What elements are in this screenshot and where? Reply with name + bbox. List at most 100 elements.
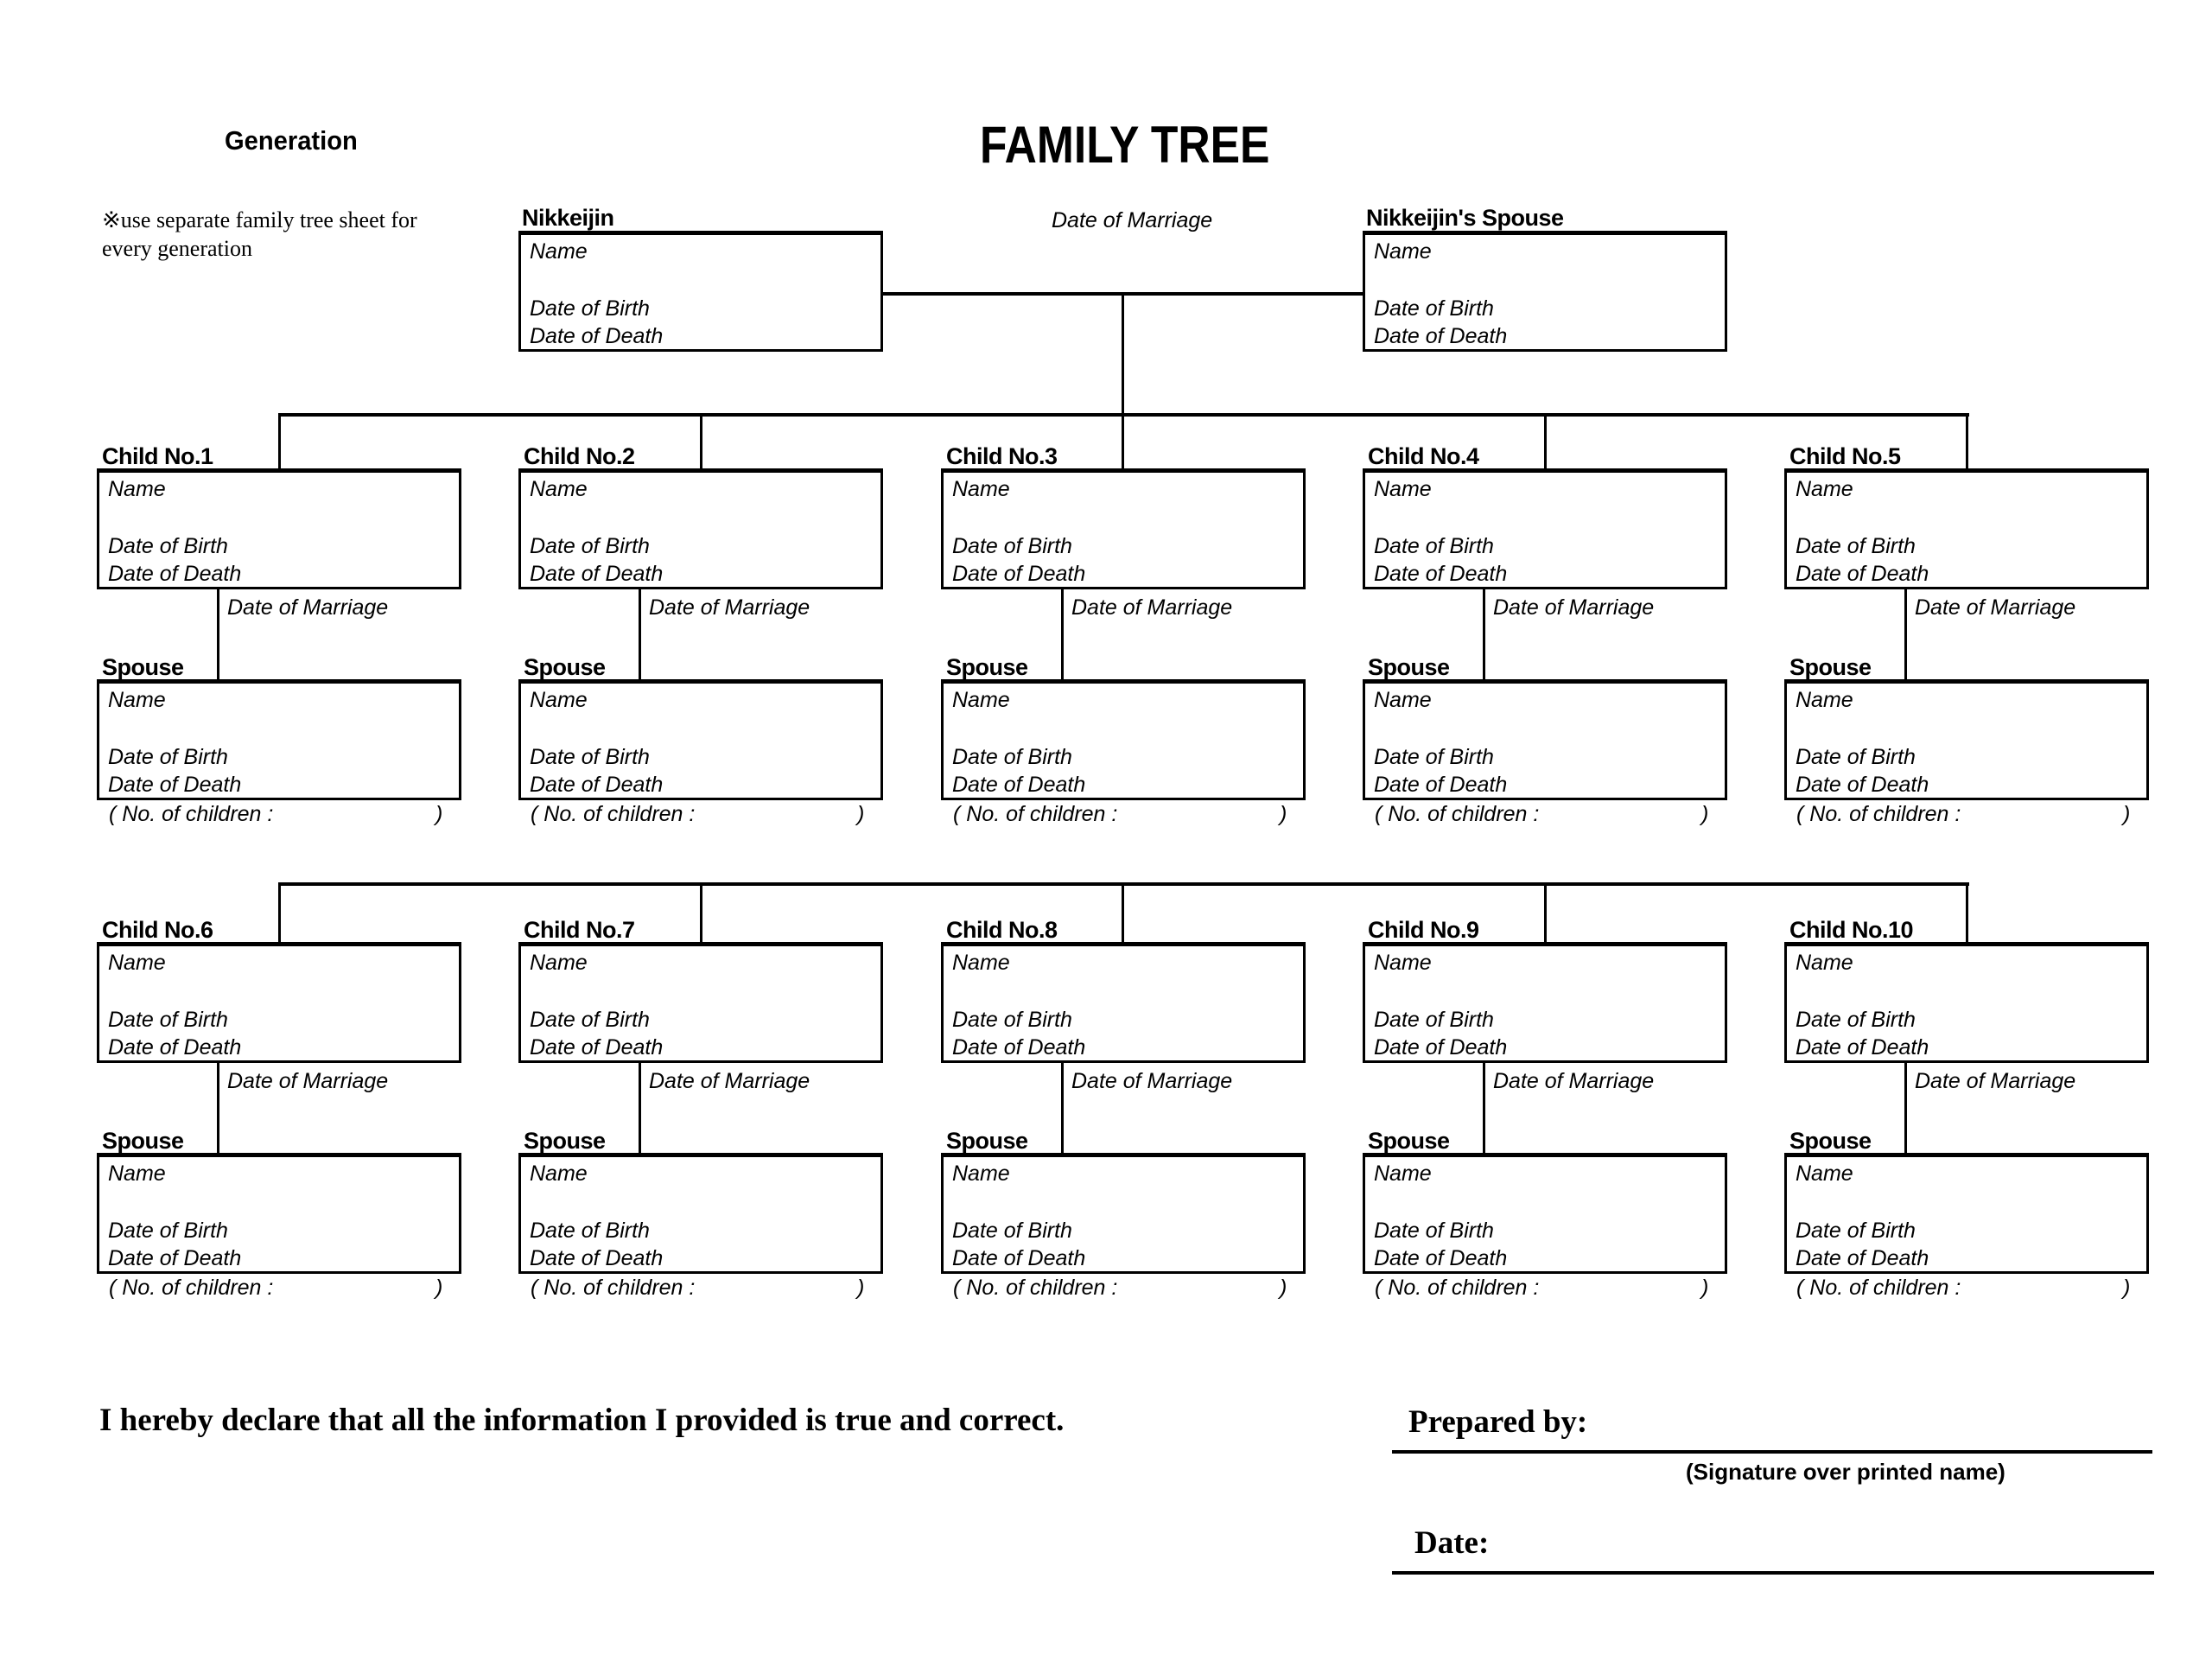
spouse-box: Name Date of Birth Date of Death <box>941 679 1306 800</box>
spouse-box: Name Date of Birth Date of Death <box>1363 679 1727 800</box>
name-field-label: Name <box>108 688 166 712</box>
child-label: Child No.1 <box>102 443 213 469</box>
no-of-children-note: ( No. of children :) <box>953 1276 1287 1300</box>
spouse-box: Name Date of Birth Date of Death <box>941 1153 1306 1274</box>
spouse-box: Name Date of Birth Date of Death <box>1784 1153 2149 1274</box>
date-of-death-field-label: Date of Death <box>530 773 664 797</box>
child-box: Name Date of Birth Date of Death <box>518 468 883 589</box>
date-of-death-field-label: Date of Death <box>952 1035 1086 1060</box>
date-of-marriage-label: Date of Marriage <box>227 1069 389 1093</box>
date-of-death-field-label: Date of Death <box>1796 562 1929 586</box>
name-field-label: Name <box>1374 951 1432 975</box>
child-box: Name Date of Birth Date of Death <box>941 942 1306 1063</box>
spouse-box: Name Date of Birth Date of Death <box>1363 1153 1727 1274</box>
date-of-marriage-label: Date of Marriage <box>1915 1069 2076 1093</box>
child-label: Child No.7 <box>524 917 635 943</box>
date-of-death-field-label: Date of Death <box>108 773 242 797</box>
name-field-label: Name <box>952 951 1010 975</box>
usage-note-line1: ※use separate family tree sheet for <box>102 207 417 232</box>
child-label: Child No.3 <box>946 443 1058 469</box>
stub-child10 <box>1966 882 1968 945</box>
spouse-label: Spouse <box>946 1128 1028 1154</box>
name-field-label: Name <box>108 477 166 501</box>
child-label: Child No.5 <box>1789 443 1901 469</box>
child-label: Child No.10 <box>1789 917 1914 943</box>
child-unit-9: Child No.9 Name Date of Birth Date of De… <box>1363 917 1727 1315</box>
spouse-box: Name Date of Birth Date of Death <box>518 1153 883 1274</box>
child-box: Name Date of Birth Date of Death <box>97 468 461 589</box>
date-of-death-field-label: Date of Death <box>1796 773 1929 797</box>
sibling-rail-row2 <box>279 882 1969 886</box>
marriage-connector-line <box>217 1063 219 1153</box>
marriage-connector-line <box>639 1063 641 1153</box>
date-of-death-field-label: Date of Death <box>952 773 1086 797</box>
date-of-birth-field-label: Date of Birth <box>108 534 228 558</box>
spouse-label: Spouse <box>102 654 184 680</box>
spouse-label: Spouse <box>1368 654 1450 680</box>
date-of-marriage-label: Date of Marriage <box>1493 1069 1655 1093</box>
date-label: Date: <box>1414 1525 1490 1561</box>
date-of-death-field-label: Date of Death <box>1374 324 1508 348</box>
stub-child3 <box>1122 413 1124 472</box>
child-box: Name Date of Birth Date of Death <box>941 468 1306 589</box>
stub-child1 <box>278 413 281 472</box>
child-unit-6: Child No.6 Name Date of Birth Date of De… <box>97 917 461 1315</box>
child-unit-1: Child No.1 Name Date of Birth Date of De… <box>97 443 461 842</box>
date-of-birth-field-label: Date of Birth <box>108 745 228 769</box>
date-of-death-field-label: Date of Death <box>1796 1035 1929 1060</box>
name-field-label: Name <box>530 951 588 975</box>
date-of-death-field-label: Date of Death <box>530 1246 664 1270</box>
parent-descent-line <box>1122 292 1124 417</box>
spouse-box: Name Date of Birth Date of Death <box>1784 679 2149 800</box>
name-field-label: Name <box>530 688 588 712</box>
signature-line <box>1392 1450 2152 1454</box>
date-of-birth-field-label: Date of Birth <box>1374 1008 1494 1032</box>
date-of-death-field-label: Date of Death <box>530 1035 664 1060</box>
spouse-label: Spouse <box>1789 1128 1872 1154</box>
parent-date-of-marriage-label: Date of Marriage <box>1052 208 1213 232</box>
date-of-marriage-label: Date of Marriage <box>1071 1069 1233 1093</box>
no-of-children-note: ( No. of children :) <box>1375 802 1709 826</box>
spouse-label: Spouse <box>1368 1128 1450 1154</box>
date-of-death-field-label: Date of Death <box>1374 1246 1508 1270</box>
name-field-label: Name <box>1374 239 1432 264</box>
usage-note: ※use separate family tree sheet for ever… <box>102 206 417 263</box>
child-box: Name Date of Birth Date of Death <box>97 942 461 1063</box>
date-of-birth-field-label: Date of Birth <box>530 534 650 558</box>
date-of-birth-field-label: Date of Birth <box>952 1219 1072 1243</box>
date-of-death-field-label: Date of Death <box>1374 773 1508 797</box>
child-unit-10: Child No.10 Name Date of Birth Date of D… <box>1784 917 2149 1315</box>
child-label: Child No.4 <box>1368 443 1479 469</box>
name-field-label: Name <box>1796 688 1853 712</box>
spouse-box: Name Date of Birth Date of Death <box>97 1153 461 1274</box>
child-box: Name Date of Birth Date of Death <box>1363 468 1727 589</box>
marriage-connector-line <box>1904 1063 1907 1153</box>
name-field-label: Name <box>530 1161 588 1186</box>
nikkeijin-box: Name Date of Birth Date of Death <box>518 231 883 352</box>
date-of-marriage-label: Date of Marriage <box>649 1069 810 1093</box>
date-of-death-field-label: Date of Death <box>108 1035 242 1060</box>
stub-child5 <box>1966 413 1968 472</box>
stub-child6 <box>278 882 281 945</box>
date-of-death-field-label: Date of Death <box>530 324 664 348</box>
date-of-birth-field-label: Date of Birth <box>952 745 1072 769</box>
date-of-birth-field-label: Date of Birth <box>952 534 1072 558</box>
date-of-birth-field-label: Date of Birth <box>530 296 650 321</box>
name-field-label: Name <box>1796 477 1853 501</box>
name-field-label: Name <box>530 477 588 501</box>
spouse-label: Spouse <box>524 654 606 680</box>
date-of-marriage-label: Date of Marriage <box>649 595 810 620</box>
no-of-children-note: ( No. of children :) <box>531 802 865 826</box>
date-of-birth-field-label: Date of Birth <box>530 1008 650 1032</box>
stub-child8 <box>1122 882 1124 945</box>
stub-child7 <box>700 882 702 945</box>
marriage-connector-line <box>1061 1063 1064 1153</box>
date-of-death-field-label: Date of Death <box>952 1246 1086 1270</box>
nikkeijin-label: Nikkeijin <box>522 205 614 231</box>
name-field-label: Name <box>1374 477 1432 501</box>
spouse-label: Spouse <box>946 654 1028 680</box>
name-field-label: Name <box>952 688 1010 712</box>
spouse-label: Spouse <box>1789 654 1872 680</box>
name-field-label: Name <box>1796 1161 1853 1186</box>
marriage-connector-line <box>1904 589 1907 679</box>
